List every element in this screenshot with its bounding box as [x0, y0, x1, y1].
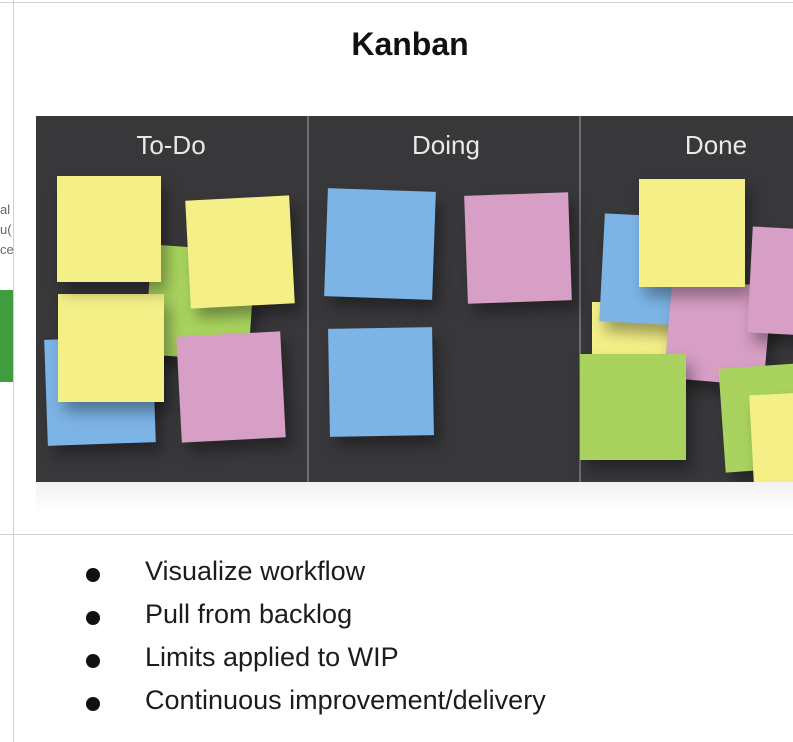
- sticky-note: [747, 226, 793, 336]
- table-top-border: [0, 2, 793, 3]
- left-text-line: al: [0, 202, 11, 217]
- left-text-line: ce: [0, 242, 14, 257]
- table-column-divider: [13, 0, 14, 742]
- list-item-text: Pull from backlog: [145, 599, 353, 629]
- sticky-note: [58, 294, 164, 402]
- left-column-green-block: [0, 290, 13, 382]
- column-label-todo: To-Do: [136, 130, 206, 160]
- list-item-text: Visualize workflow: [145, 556, 366, 586]
- page-title: Kanban: [351, 26, 469, 62]
- sticky-note: [464, 192, 572, 304]
- column-label-doing: Doing: [412, 130, 480, 160]
- table-row-divider: [0, 534, 793, 535]
- sticky-note: [324, 188, 436, 300]
- sticky-note: [57, 176, 161, 282]
- bullet-icon: [86, 697, 100, 711]
- sticky-note: [185, 195, 295, 309]
- left-column-text: al u( ce: [0, 200, 14, 260]
- column-divider: [307, 116, 309, 482]
- kanban-board-illustration: To-Do Doing Done: [36, 116, 793, 482]
- sticky-note: [580, 354, 686, 460]
- list-item-text: Continuous improvement/delivery: [145, 685, 546, 715]
- bullet-icon: [86, 611, 100, 625]
- sticky-note: [328, 327, 434, 437]
- bullet-icon: [86, 568, 100, 582]
- list-item-text: Limits applied to WIP: [145, 642, 399, 672]
- column-label-done: Done: [684, 130, 748, 160]
- sticky-note: [639, 179, 745, 287]
- bullet-icon: [86, 654, 100, 668]
- column-divider: [579, 116, 581, 482]
- board-reflection: [36, 482, 793, 512]
- sticky-note: [749, 392, 793, 482]
- sticky-note: [176, 331, 286, 443]
- left-text-line: u(: [0, 222, 12, 237]
